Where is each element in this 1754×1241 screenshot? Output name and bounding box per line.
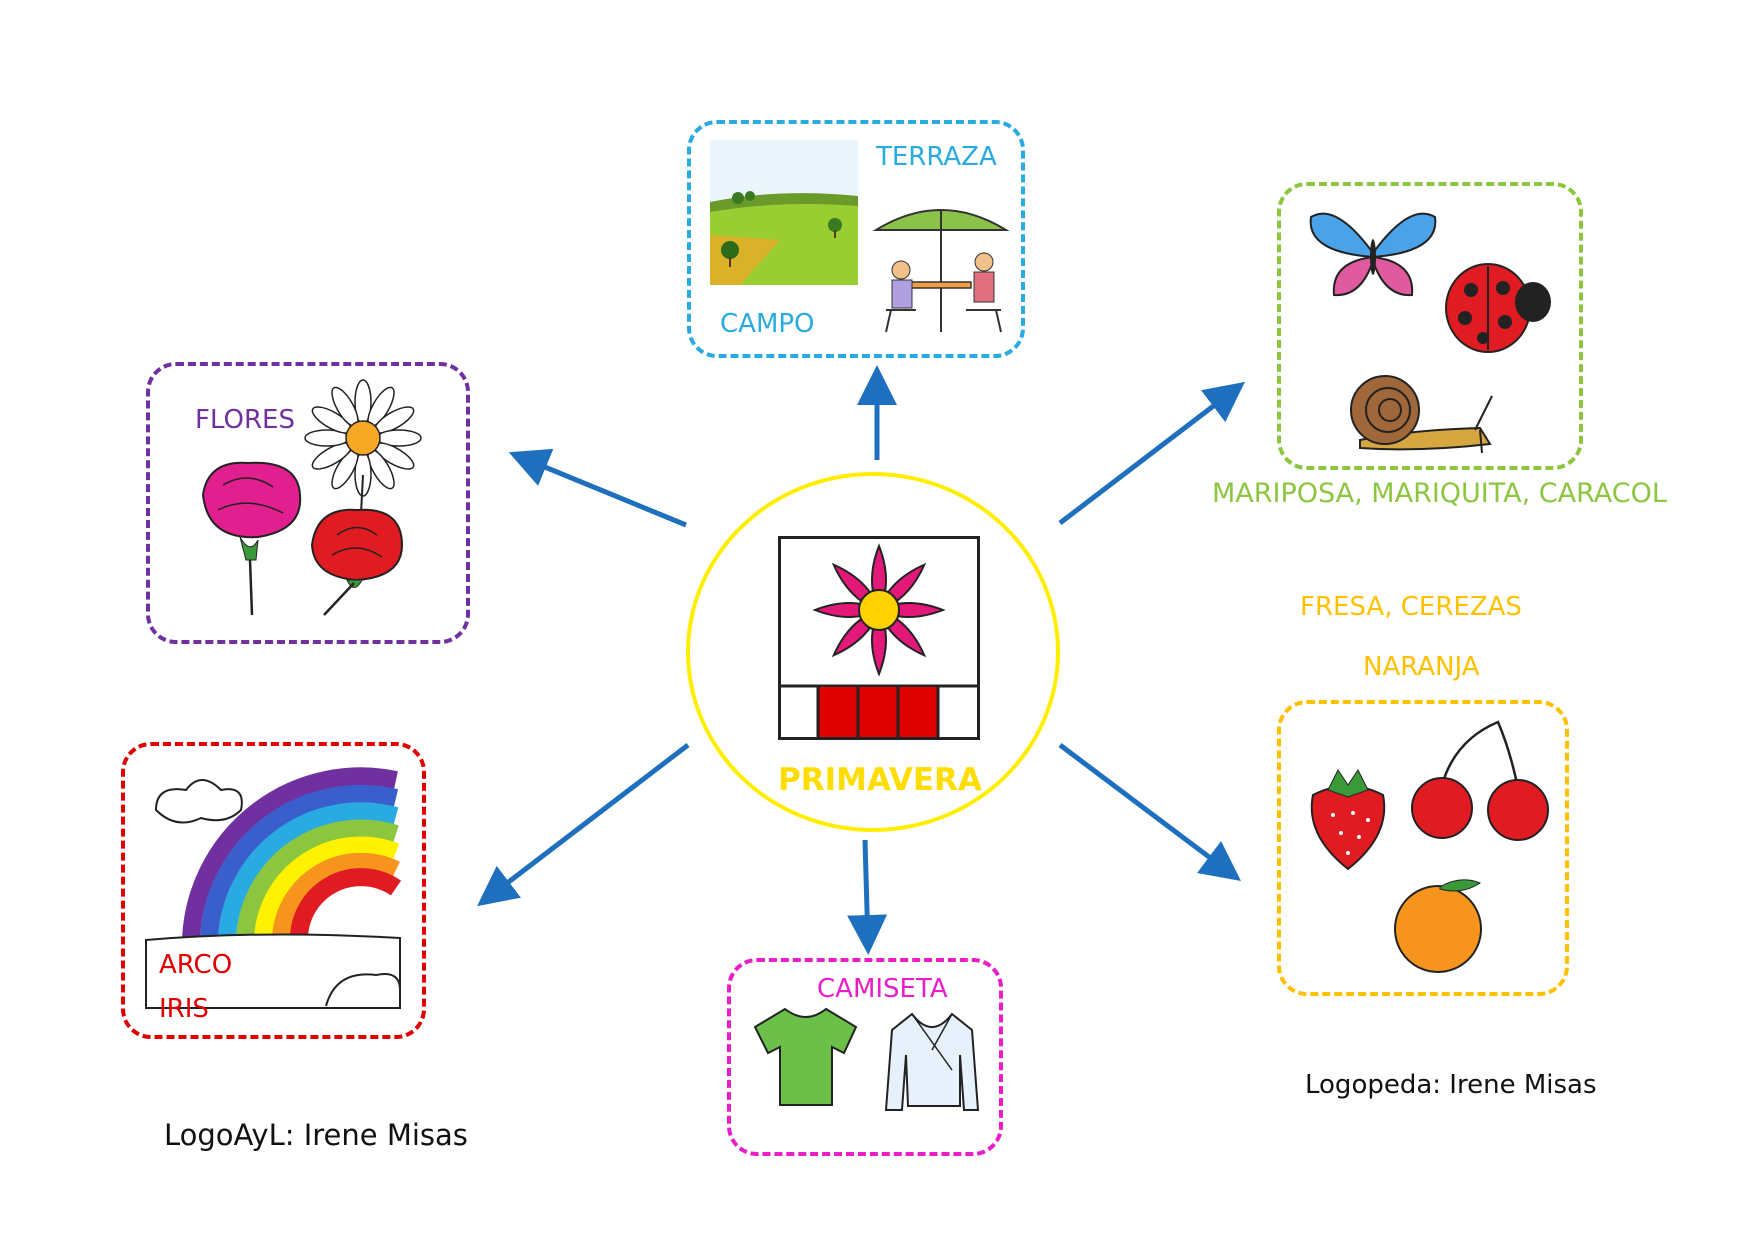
fruits-box: [1277, 700, 1569, 996]
places-box: [687, 120, 1025, 358]
terrace-table-umbrella-icon: [872, 209, 1010, 333]
arrow-to-fruits: [1058, 743, 1241, 882]
clothes-box: [727, 958, 1003, 1156]
label-naranja: NARANJA: [1363, 652, 1480, 682]
center-title: PRIMAVERA: [778, 762, 982, 798]
ladybug-icon: [1445, 263, 1551, 353]
cherries-icon: [1411, 720, 1549, 841]
snail-icon: [1350, 375, 1493, 454]
daisy-icon: [304, 379, 422, 534]
label-campo: CAMPO: [720, 309, 815, 339]
carnation-icon: [201, 461, 302, 616]
label-fresa-cerezas: FRESA, CEREZAS: [1300, 592, 1522, 622]
label-flores: FLORES: [195, 405, 295, 435]
tshirt-icon: [753, 1007, 858, 1106]
arrow-to-rainbow: [477, 743, 690, 907]
strawberry-icon: [1310, 769, 1386, 871]
spring-flower-pictogram-icon: [778, 536, 980, 740]
credit-right: Logopeda: Irene Misas: [1305, 1070, 1597, 1100]
animals-box: [1277, 182, 1583, 470]
arrow-to-flowers: [508, 448, 687, 528]
center-node: [686, 472, 1060, 832]
countryside-field-icon: [710, 140, 858, 285]
rainbow-box: [121, 742, 426, 1039]
credit-left: LogoAyL: Irene Misas: [164, 1118, 468, 1152]
arrow-to-animals: [1058, 381, 1245, 525]
butterfly-icon: [1309, 212, 1437, 297]
label-arco: ARCO: [159, 950, 233, 980]
flowers-box: [146, 362, 470, 644]
light-jacket-icon: [884, 1012, 980, 1111]
label-terraza: TERRAZA: [876, 142, 997, 172]
label-iris: IRIS: [159, 994, 209, 1024]
orange-icon: [1394, 879, 1482, 973]
arrow-to-clothes: [847, 839, 888, 955]
label-animals: MARIPOSA, MARIQUITA, CARACOL: [1212, 478, 1667, 509]
label-camiseta: CAMISETA: [817, 974, 948, 1004]
rainbow-icon: [145, 767, 402, 1009]
rose-icon: [310, 508, 404, 616]
